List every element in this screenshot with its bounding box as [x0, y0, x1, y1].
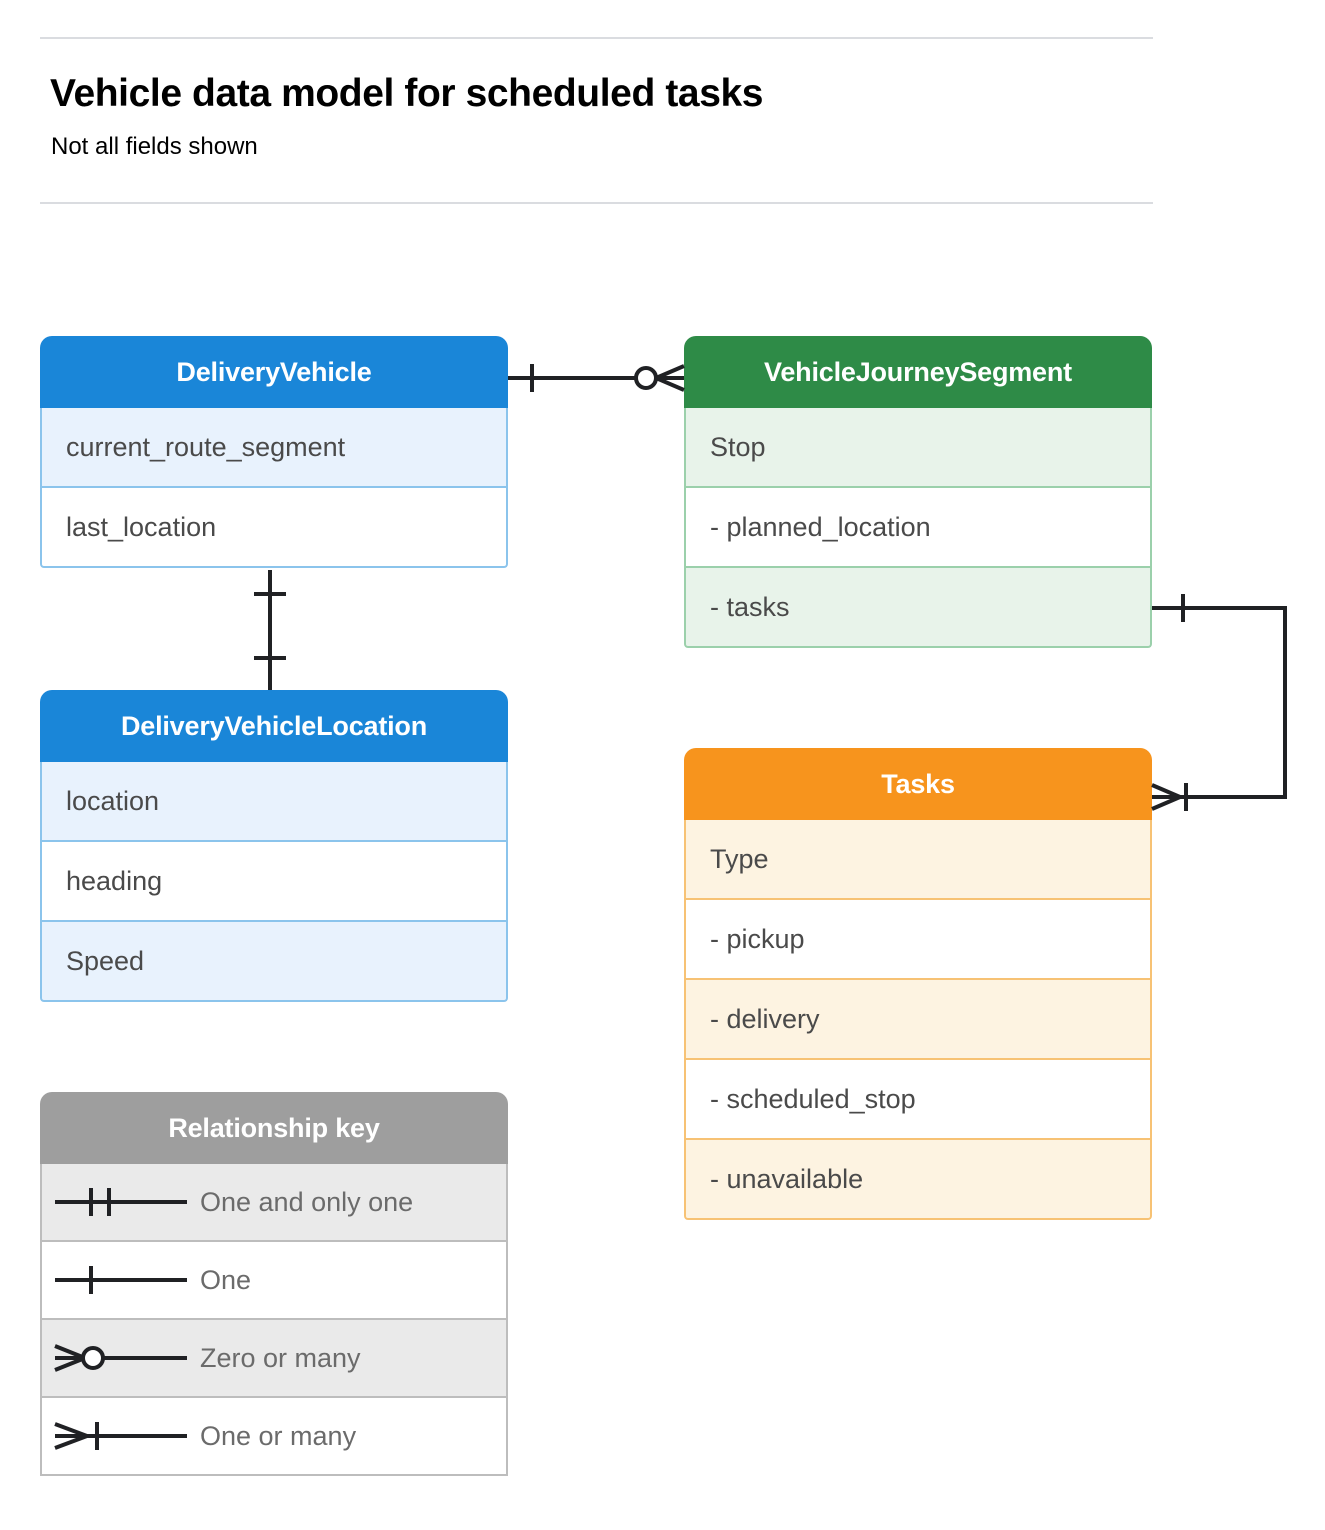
legend-relationship-key: Relationship key One and only one One — [40, 1092, 508, 1476]
zero-or-many-icon — [42, 1338, 200, 1378]
entity-vehicle-journey-segment[interactable]: VehicleJourneySegment Stop - planned_loc… — [684, 336, 1152, 648]
entity-field-pickup: - pickup — [684, 900, 1152, 980]
entity-field-planned-location: - planned_location — [684, 488, 1152, 568]
entity-delivery-vehicle[interactable]: DeliveryVehicle current_route_segment la… — [40, 336, 508, 568]
legend-row-one: One — [40, 1242, 508, 1320]
entity-field-scheduled-stop: - scheduled_stop — [684, 1060, 1152, 1140]
entity-header-delivery-vehicle: DeliveryVehicle — [40, 336, 508, 408]
entity-header-tasks: Tasks — [684, 748, 1152, 820]
legend-label-zero-or-many: Zero or many — [200, 1342, 361, 1373]
page-subtitle: Not all fields shown — [51, 133, 258, 160]
one-or-many-icon — [42, 1416, 200, 1456]
header-rule-top — [40, 37, 1153, 39]
entity-field-tasks: - tasks — [684, 568, 1152, 648]
entity-field-last-location: last_location — [40, 488, 508, 568]
one-icon — [42, 1260, 200, 1300]
entity-field-location: location — [40, 762, 508, 842]
relationship-vehicle-to-location — [254, 570, 286, 690]
legend-label-one: One — [200, 1264, 252, 1295]
header-rule-bottom — [40, 202, 1153, 204]
entity-tasks[interactable]: Tasks Type - pickup - delivery - schedul… — [684, 748, 1152, 1220]
page-title: Vehicle data model for scheduled tasks — [50, 72, 764, 115]
legend-label-one-or-many: One or many — [200, 1420, 357, 1451]
legend-title: Relationship key — [40, 1092, 508, 1164]
entity-field-unavailable: - unavailable — [684, 1140, 1152, 1220]
legend-row-one-or-many: One or many — [40, 1398, 508, 1476]
entity-field-delivery: - delivery — [684, 980, 1152, 1060]
legend-row-zero-or-many: Zero or many — [40, 1320, 508, 1398]
entity-field-stop: Stop — [684, 408, 1152, 488]
relationship-vehicle-to-segment — [508, 364, 685, 392]
legend-row-one-and-only-one: One and only one — [40, 1164, 508, 1242]
entity-delivery-vehicle-location[interactable]: DeliveryVehicleLocation location heading… — [40, 690, 508, 1002]
legend-label-one-and-only-one: One and only one — [200, 1186, 414, 1217]
entity-field-current-route-segment: current_route_segment — [40, 408, 508, 488]
entity-field-heading: heading — [40, 842, 508, 922]
entity-header-delivery-vehicle-location: DeliveryVehicleLocation — [40, 690, 508, 762]
entity-field-speed: Speed — [40, 922, 508, 1002]
entity-header-vehicle-journey-segment: VehicleJourneySegment — [684, 336, 1152, 408]
entity-field-type: Type — [684, 820, 1152, 900]
relationship-segment-tasks-to-tasks — [1151, 594, 1287, 811]
one-and-only-one-icon — [42, 1182, 200, 1222]
